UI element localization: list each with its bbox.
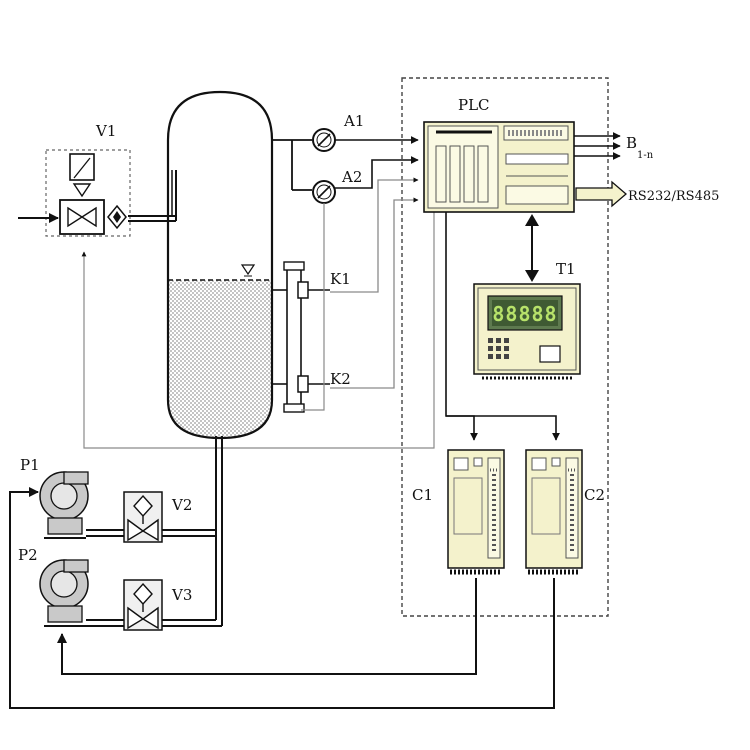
k1-signal-line bbox=[330, 177, 419, 293]
level-switch-k1 bbox=[297, 281, 309, 299]
comm-label: RS232/RS485 bbox=[628, 189, 719, 204]
comm-arrow-icon bbox=[575, 180, 627, 208]
plc-t1-link bbox=[525, 214, 539, 282]
a2-signal-line bbox=[335, 156, 419, 189]
v2-label: V2 bbox=[171, 496, 192, 514]
b-subscript: 1-n bbox=[637, 150, 654, 161]
c2-p1-control-line bbox=[9, 487, 555, 709]
frequency-converter-c2 bbox=[525, 449, 583, 575]
p2-label: P2 bbox=[18, 546, 38, 564]
c1-label: C1 bbox=[412, 486, 433, 504]
v1-label: V1 bbox=[95, 122, 116, 140]
frequency-converter-c1 bbox=[447, 449, 505, 575]
plc-label: PLC bbox=[458, 96, 490, 114]
inlet-line bbox=[18, 170, 177, 223]
t1-label: T1 bbox=[556, 260, 576, 278]
p1-label: P1 bbox=[20, 456, 40, 474]
a2-label: A2 bbox=[341, 168, 362, 186]
c1-p2-control-line bbox=[57, 578, 477, 675]
level-switch-k2 bbox=[297, 375, 309, 393]
a1-k-feed-line bbox=[301, 203, 325, 411]
k2-signal-line bbox=[330, 197, 419, 389]
t1-display-digits: 88888 bbox=[492, 302, 557, 326]
c2-label: C2 bbox=[584, 486, 605, 504]
plc-rack-icon bbox=[423, 121, 575, 213]
pressure-gauge-a1 bbox=[312, 128, 336, 152]
control-valve-v2 bbox=[123, 491, 163, 543]
solenoid-valve-icon bbox=[59, 153, 127, 235]
v1-control-line bbox=[81, 212, 435, 449]
gauge-taps bbox=[272, 139, 312, 191]
v1-valve-boundary bbox=[45, 149, 131, 237]
storage-tank bbox=[166, 90, 274, 440]
liquid-level-icon bbox=[240, 264, 256, 276]
outlet-pipe bbox=[86, 436, 223, 627]
plc-c2-line bbox=[446, 415, 560, 441]
pressure-gauge-a2 bbox=[312, 180, 336, 204]
a1-label: A1 bbox=[343, 112, 364, 130]
b-label: B bbox=[626, 134, 637, 152]
level-switch-column bbox=[272, 261, 330, 413]
plc-c1-line bbox=[445, 212, 478, 441]
k2-label: K2 bbox=[330, 370, 351, 388]
k1-label: K1 bbox=[330, 270, 351, 288]
plc-cabinet-boundary bbox=[401, 77, 609, 617]
touch-panel-icon: 88888 bbox=[473, 283, 581, 380]
centrifugal-pump-p2 bbox=[39, 559, 89, 627]
v3-label: V3 bbox=[171, 586, 192, 604]
centrifugal-pump-p1 bbox=[39, 471, 89, 539]
control-valve-v3 bbox=[123, 579, 163, 631]
